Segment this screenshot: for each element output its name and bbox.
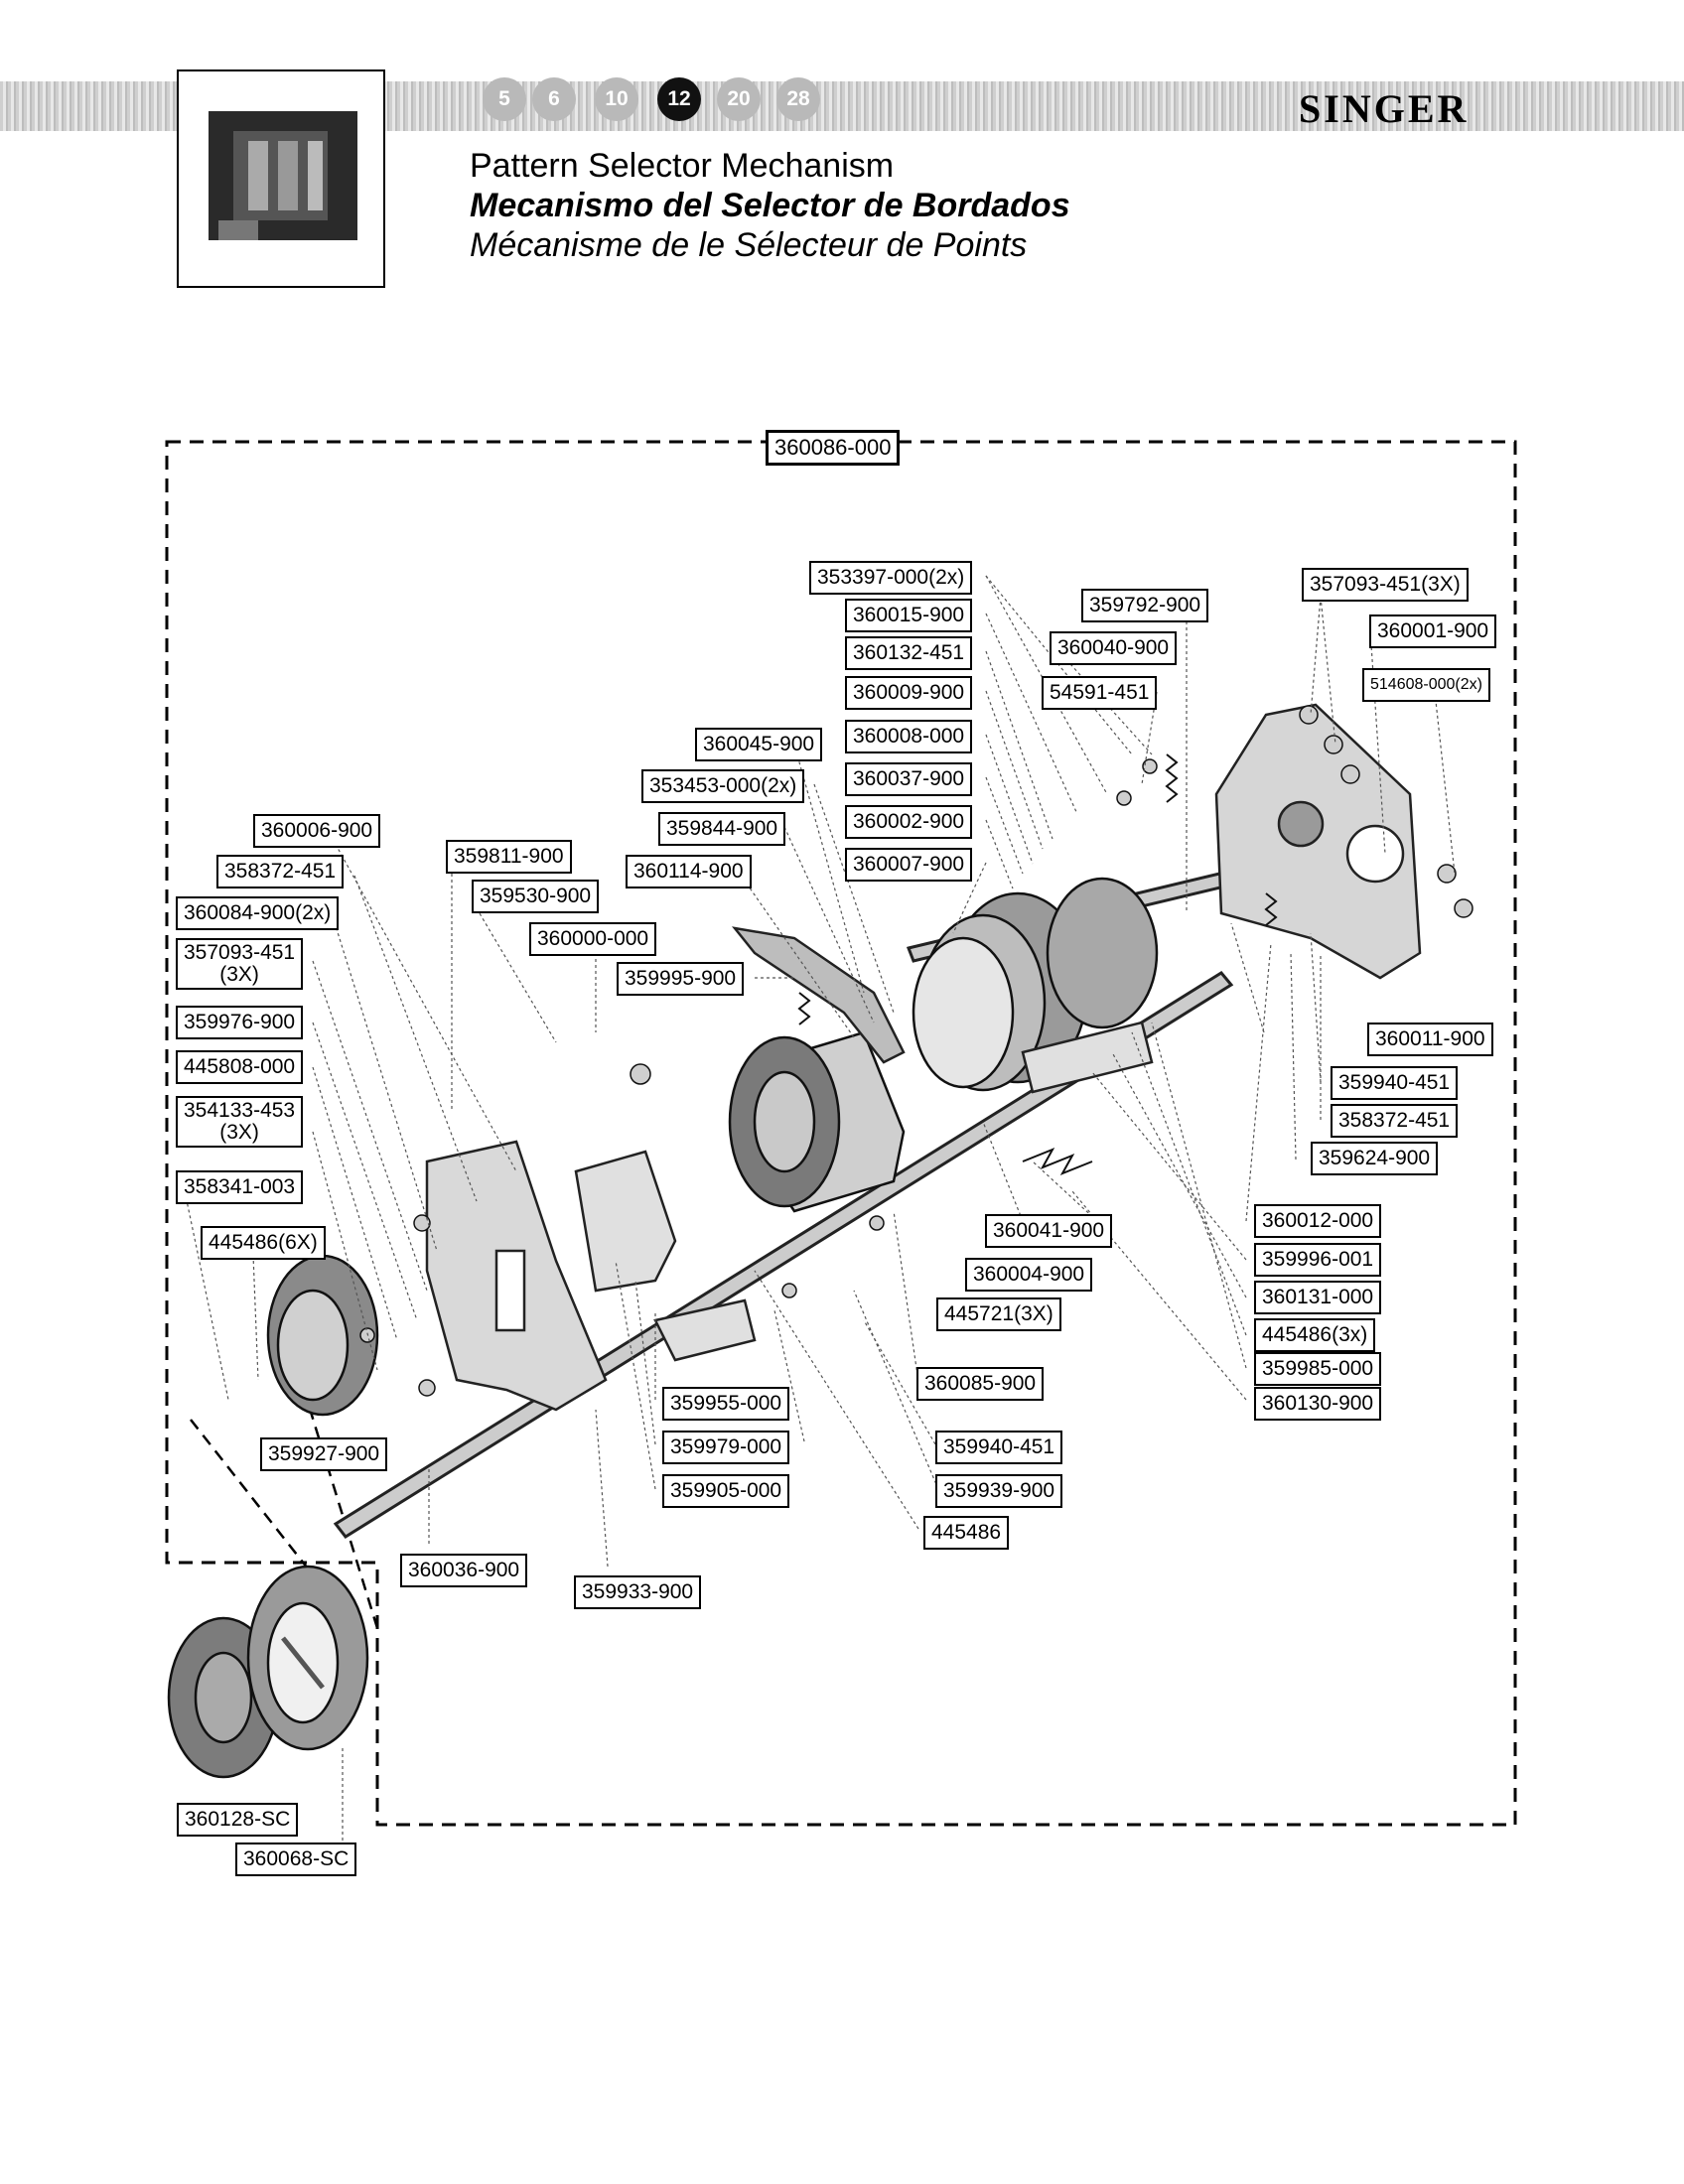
part-label-360008-000: 360008-000 (845, 720, 973, 753)
part-label-360007-900: 360007-900 (845, 848, 973, 882)
leader-lines (183, 575, 1456, 1846)
part-label-357093-451-3x: 357093-451(3X) (1302, 568, 1469, 602)
part-label-360084-900: 360084-900(2x) (176, 896, 340, 930)
part-label-359995-900: 359995-900 (617, 962, 745, 996)
rear-mounting-plate (1214, 703, 1422, 980)
part-label-359985-000: 359985-000 (1254, 1352, 1382, 1386)
part-label-359933-900: 359933-900 (574, 1575, 702, 1609)
part-label-359940-451-center: 359940-451 (935, 1431, 1063, 1464)
part-label-360011-900: 360011-900 (1367, 1023, 1493, 1056)
part-label-359976-900: 359976-900 (176, 1006, 304, 1039)
part-label-514608-000: 514608-000(2x) (1362, 668, 1490, 702)
part-label-54591-451: 54591-451 (1042, 676, 1158, 710)
part-quantity: (3X) (219, 1121, 259, 1144)
part-label-360037-900: 360037-900 (845, 762, 973, 796)
part-label-360000-000: 360000-000 (529, 922, 657, 956)
part-label-445486-3x: 445486(3x) (1254, 1318, 1376, 1352)
part-label-358341-003: 358341-003 (176, 1170, 304, 1204)
part-label-359940-451-right: 359940-451 (1331, 1066, 1459, 1100)
title-french: Mécanisme de le Sélecteur de Points (470, 226, 1028, 264)
nav-page-12[interactable]: 12 (657, 77, 701, 121)
part-label-360015-900: 360015-900 (845, 599, 973, 632)
part-label-359811-900: 359811-900 (446, 840, 572, 874)
part-label-360009-900: 360009-900 (845, 676, 973, 710)
part-label-445486-6x: 445486(6X) (201, 1226, 326, 1260)
part-label-445808-000: 445808-000 (176, 1050, 304, 1084)
part-label-353453-000: 353453-000(2x) (641, 769, 805, 803)
part-label-360006-900: 360006-900 (253, 814, 381, 848)
mechanism-thumbnail (177, 69, 385, 288)
brand-logo: SINGER (1299, 86, 1470, 131)
cam-stack (912, 877, 1159, 1092)
part-label-360041-900: 360041-900 (985, 1214, 1113, 1248)
part-label-360012-000: 360012-000 (1254, 1204, 1382, 1238)
part-label-357093-451: 357093-451 (3X) (176, 938, 304, 990)
part-label-445721-3x: 445721(3X) (936, 1297, 1061, 1331)
part-number: 357093-451 (184, 941, 296, 964)
part-label-359996-001: 359996-001 (1254, 1243, 1382, 1277)
part-number: 354133-453 (184, 1099, 296, 1122)
part-label-359955-000: 359955-000 (662, 1387, 790, 1421)
part-label-360040-900: 360040-900 (1050, 631, 1178, 665)
nav-page-5[interactable]: 5 (483, 77, 526, 121)
part-label-360004-900: 360004-900 (965, 1258, 1093, 1292)
part-label-360131-000: 360131-000 (1254, 1281, 1382, 1314)
nav-page-20[interactable]: 20 (717, 77, 761, 121)
part-label-359905-000: 359905-000 (662, 1474, 790, 1508)
bearing-wheels (167, 1565, 369, 1779)
wheel-guide-line-1 (190, 1419, 363, 1639)
part-label-360085-900: 360085-900 (916, 1367, 1045, 1401)
part-label-359927-900: 359927-900 (260, 1437, 388, 1471)
part-label-360128-sc: 360128-SC (177, 1803, 299, 1837)
lever-arm (731, 926, 906, 1064)
part-label-360068-sc: 360068-SC (235, 1843, 357, 1876)
handwheel-assembly (266, 1254, 379, 1417)
part-quantity: (3X) (219, 963, 259, 986)
part-label-359792-900: 359792-900 (1081, 589, 1209, 622)
small-brackets (574, 1021, 1154, 1362)
front-bracket (425, 1140, 608, 1412)
cam-drum (728, 1030, 906, 1213)
fasteners (359, 705, 1474, 1397)
nav-page-6[interactable]: 6 (532, 77, 576, 121)
part-label-359844-900: 359844-900 (658, 812, 786, 846)
part-label-353397-000: 353397-000(2x) (809, 561, 973, 595)
nav-page-28[interactable]: 28 (776, 77, 820, 121)
part-label-360002-900: 360002-900 (845, 805, 973, 839)
part-label-360001-900: 360001-900 (1369, 614, 1497, 648)
part-label-445486: 445486 (923, 1516, 1010, 1550)
assembly-boundary (165, 440, 1517, 1827)
assembly-part-label: 360086-000 (766, 430, 901, 466)
part-label-358372-451-right: 358372-451 (1331, 1104, 1459, 1138)
part-label-359624-900: 359624-900 (1311, 1142, 1439, 1175)
part-label-360045-900: 360045-900 (695, 728, 823, 761)
part-label-354133-453: 354133-453 (3X) (176, 1096, 304, 1148)
part-label-360036-900: 360036-900 (400, 1554, 528, 1587)
part-label-360132-451: 360132-451 (845, 636, 973, 670)
part-label-359979-000: 359979-000 (662, 1431, 790, 1464)
title-english: Pattern Selector Mechanism (470, 147, 895, 185)
part-label-359939-900: 359939-900 (935, 1474, 1063, 1508)
part-label-360114-900: 360114-900 (626, 855, 752, 888)
part-label-360130-900: 360130-900 (1254, 1387, 1382, 1421)
part-label-359530-900: 359530-900 (472, 880, 600, 913)
nav-page-10[interactable]: 10 (595, 77, 638, 121)
springs (797, 753, 1278, 1175)
title-spanish: Mecanismo del Selector de Bordados (470, 187, 1070, 224)
part-label-358372-451: 358372-451 (216, 855, 345, 888)
